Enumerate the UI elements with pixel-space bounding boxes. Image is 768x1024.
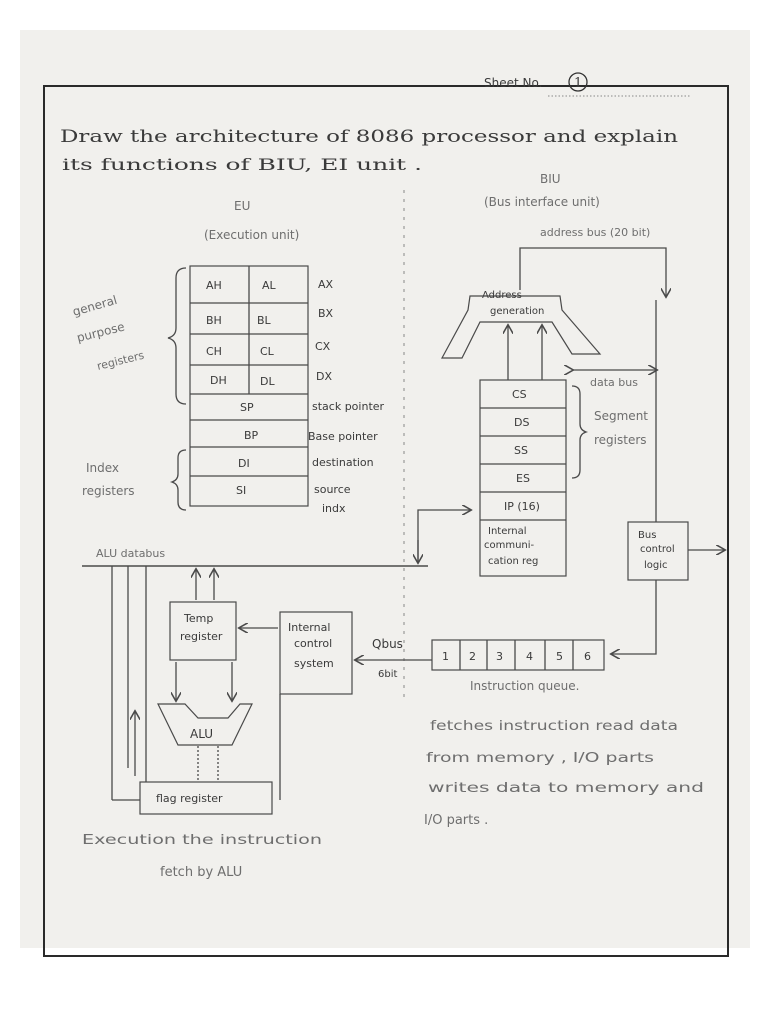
stack-pointer-label: stack pointer: [312, 400, 385, 413]
biu-note-line-2: from memory , I/O parts: [426, 751, 654, 766]
register-es: ES: [516, 472, 530, 485]
register-dx: DX: [316, 370, 332, 383]
question-line-1: Draw the architecture of 8086 processor …: [60, 127, 678, 147]
register-al: AL: [262, 279, 277, 292]
biu-title: BIU: [540, 172, 561, 186]
index-registers-label-1: Index: [86, 461, 119, 475]
register-cx: CX: [315, 340, 331, 353]
register-si: SI: [236, 484, 246, 497]
queue-cell-6: 6: [584, 650, 591, 663]
address-bus-label: address bus (20 bit): [540, 226, 650, 239]
segment-register-file: [479, 379, 567, 577]
internal-comm-label-2: communi-: [484, 540, 535, 551]
bus-control-box: [627, 521, 689, 581]
bus-control-label-1: Bus: [638, 530, 656, 541]
temp-register-box: [169, 601, 237, 661]
eu-title: EU: [234, 199, 250, 213]
register-dh: DH: [210, 374, 227, 387]
question-line-2: its functions of BIU, EI unit .: [62, 155, 422, 174]
register-bh: BH: [206, 314, 222, 327]
bus-control-label-2: control: [640, 544, 675, 555]
address-generation-label-1: Address: [482, 290, 522, 301]
address-generation-label-2: generation: [490, 306, 544, 317]
paper-sheet: [20, 30, 750, 948]
general-register-file: [189, 265, 309, 507]
register-bp: BP: [244, 429, 259, 442]
eu-note-line-2: fetch by ALU: [160, 865, 242, 880]
register-ss: SS: [514, 444, 528, 457]
biu-note-line-1: fetches instruction read data: [430, 719, 678, 734]
instruction-queue-label: Instruction queue.: [470, 679, 579, 693]
register-ax: AX: [318, 278, 334, 291]
queue-cell-5: 5: [556, 650, 563, 663]
register-ch: CH: [206, 345, 222, 358]
biu-subtitle: (Bus interface unit): [484, 195, 600, 209]
internal-comm-label-1: Internal: [488, 526, 527, 537]
queue-cell-3: 3: [496, 650, 503, 663]
sheet-number-circle: [568, 72, 588, 92]
data-bus-label: data bus: [590, 376, 638, 389]
temp-register-label-1: Temp: [183, 612, 213, 625]
biu-note-line-4: I/O parts .: [424, 813, 488, 828]
register-sp: SP: [240, 401, 254, 414]
qbus-label: Qbus: [372, 637, 403, 651]
index-extra-label: indx: [322, 502, 346, 515]
register-di: DI: [238, 457, 250, 470]
internal-control-label-2: control: [294, 637, 332, 650]
flag-register-box: [139, 781, 273, 815]
eu-subtitle: (Execution unit): [204, 228, 299, 242]
internal-control-label-1: Internal: [288, 621, 330, 634]
base-pointer-label: Base pointer: [308, 430, 378, 443]
segment-registers-label-1: Segment: [594, 409, 648, 423]
register-ah: AH: [206, 279, 222, 292]
source-label: source: [314, 483, 351, 496]
register-bl: BL: [257, 314, 272, 327]
address-bus-line: [519, 247, 666, 296]
register-cs: CS: [512, 388, 527, 401]
bus-control-to-queue: [612, 580, 657, 654]
register-ip: IP (16): [504, 500, 540, 513]
flag-register-label: flag register: [156, 792, 223, 805]
register-cl: CL: [260, 345, 275, 358]
sheet-label: Sheet No.: [484, 76, 542, 90]
segment-registers-brace: [571, 385, 589, 479]
alu-label: ALU: [190, 727, 213, 741]
destination-label: destination: [312, 456, 374, 469]
sheet-number: 1: [574, 76, 582, 91]
biu-note-line-3: writes data to memory and: [428, 781, 704, 796]
bus-control-label-3: logic: [644, 560, 668, 571]
register-ds: DS: [514, 416, 529, 429]
queue-cell-2: 2: [469, 650, 476, 663]
internal-comm-label-3: cation reg: [488, 556, 538, 567]
internal-control-box: [279, 611, 353, 695]
queue-cell-1: 1: [442, 650, 449, 663]
index-registers-brace: [169, 449, 187, 511]
temp-register-label-2: register: [180, 630, 223, 643]
segment-registers-label-2: registers: [594, 433, 647, 447]
index-registers-label-2: registers: [82, 484, 135, 498]
general-purpose-brace: [167, 267, 187, 405]
register-bx: BX: [318, 307, 334, 320]
page-border: [43, 85, 729, 957]
register-dl: DL: [260, 375, 275, 388]
queue-cell-4: 4: [526, 650, 533, 663]
alu-shape: [157, 703, 253, 746]
instruction-queue: [431, 639, 605, 671]
qbus-width-label: 6bit: [378, 669, 397, 680]
address-generation-shape: [440, 295, 602, 359]
eu-note-line-1: Execution the instruction: [82, 833, 322, 848]
alu-databus-label: ALU databus: [96, 547, 165, 560]
internal-control-label-3: system: [294, 657, 334, 670]
